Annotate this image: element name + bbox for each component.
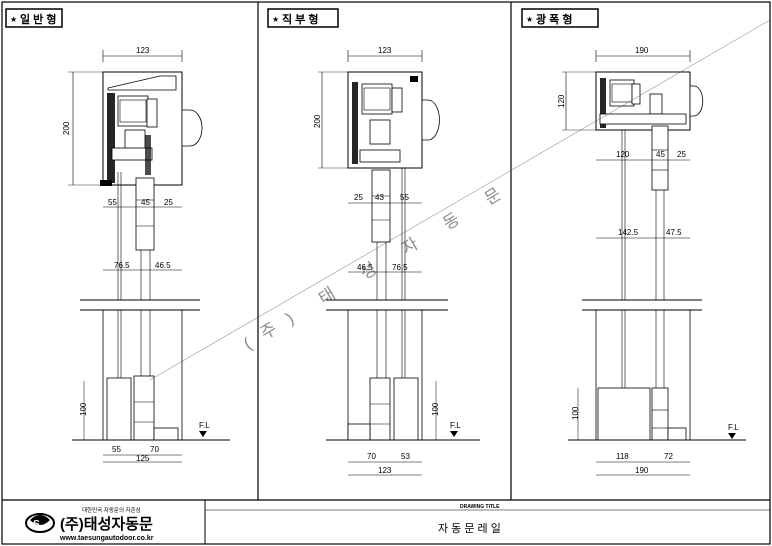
- company-logo-icon: S: [25, 513, 55, 533]
- floor-level-label: F.L: [728, 423, 739, 432]
- dim-lower-left: 46.5: [357, 263, 373, 272]
- panel-title: 일 반 형: [20, 12, 56, 26]
- dim-bottom-left: 55: [112, 445, 121, 454]
- company-name: (주)태성자동문: [60, 515, 153, 533]
- company-website: www.taesungautodoor.co.kr: [59, 535, 154, 542]
- drawing-title-label: DRAWING TITLE: [460, 504, 500, 510]
- dim-height: 200: [313, 114, 322, 128]
- dim-top-width: 123: [378, 46, 392, 55]
- dim-bottom-right: 70: [150, 445, 159, 454]
- dim-lower-right: 76.5: [392, 263, 408, 272]
- star-icon: ★: [10, 15, 17, 24]
- dim-height: 120: [557, 94, 566, 108]
- dim-right: 25: [164, 198, 173, 207]
- dim-lower-left: 76.5: [114, 261, 130, 270]
- panel-title-box: [521, 8, 599, 28]
- floor-level-label: F.L: [199, 421, 210, 430]
- title-block: DRAWING TITLE 자 동 문 레 일 S 대한민국 자동문의 자존심 …: [25, 500, 770, 544]
- dim-top-width: 123: [136, 46, 150, 55]
- dim-right: 55: [400, 193, 409, 202]
- dim-bottom-left: 70: [367, 452, 376, 461]
- dim-left: 120: [616, 150, 630, 159]
- dim-middle: 45: [141, 198, 150, 207]
- dim-bottom-width: 125: [136, 454, 150, 463]
- dim-bottom-width: 190: [635, 466, 649, 475]
- dim-lower-left: 142.5: [618, 228, 639, 237]
- dim-bottom-left: 118: [616, 452, 629, 461]
- panel-standard: ★ 일 반 형 123 200 55 45: [5, 8, 230, 463]
- dim-lower-height: 100: [431, 402, 440, 416]
- dim-middle: 43: [375, 193, 384, 202]
- dim-top-width: 190: [635, 46, 649, 55]
- panel-title-box: [267, 8, 339, 28]
- company-tagline: 대한민국 자동문의 자존심: [82, 506, 141, 514]
- panel-title: 광 폭 형: [536, 12, 572, 26]
- panel-title: 직 부 형: [282, 12, 318, 26]
- dim-lower-height: 100: [79, 402, 88, 416]
- dim-bottom-right: 53: [401, 452, 410, 461]
- star-icon: ★: [526, 15, 533, 24]
- svg-text:S: S: [33, 519, 40, 530]
- dim-left: 25: [354, 193, 363, 202]
- dim-middle: 45: [656, 150, 665, 159]
- dim-bottom-width: 123: [378, 466, 392, 475]
- star-icon: ★: [272, 15, 279, 24]
- panel-wide: ★ 광 폭 형 190 120 120 45 25 142.5 47.5: [521, 8, 746, 476]
- dim-height: 200: [62, 121, 71, 135]
- panel-title-box: [5, 8, 63, 28]
- floor-level-label: F.L: [450, 421, 461, 430]
- dim-left: 55: [108, 198, 117, 207]
- dim-lower-height: 100: [571, 406, 580, 420]
- panel-direct-mount: ★ 직 부 형 123 200 25 43 55 46.5 76.5: [267, 8, 480, 476]
- dim-bottom-right: 72: [664, 452, 673, 461]
- dim-lower-right: 47.5: [666, 228, 682, 237]
- drawing-title: 자 동 문 레 일: [438, 521, 501, 535]
- dim-lower-right: 46.5: [155, 261, 171, 270]
- dim-right: 25: [677, 150, 686, 159]
